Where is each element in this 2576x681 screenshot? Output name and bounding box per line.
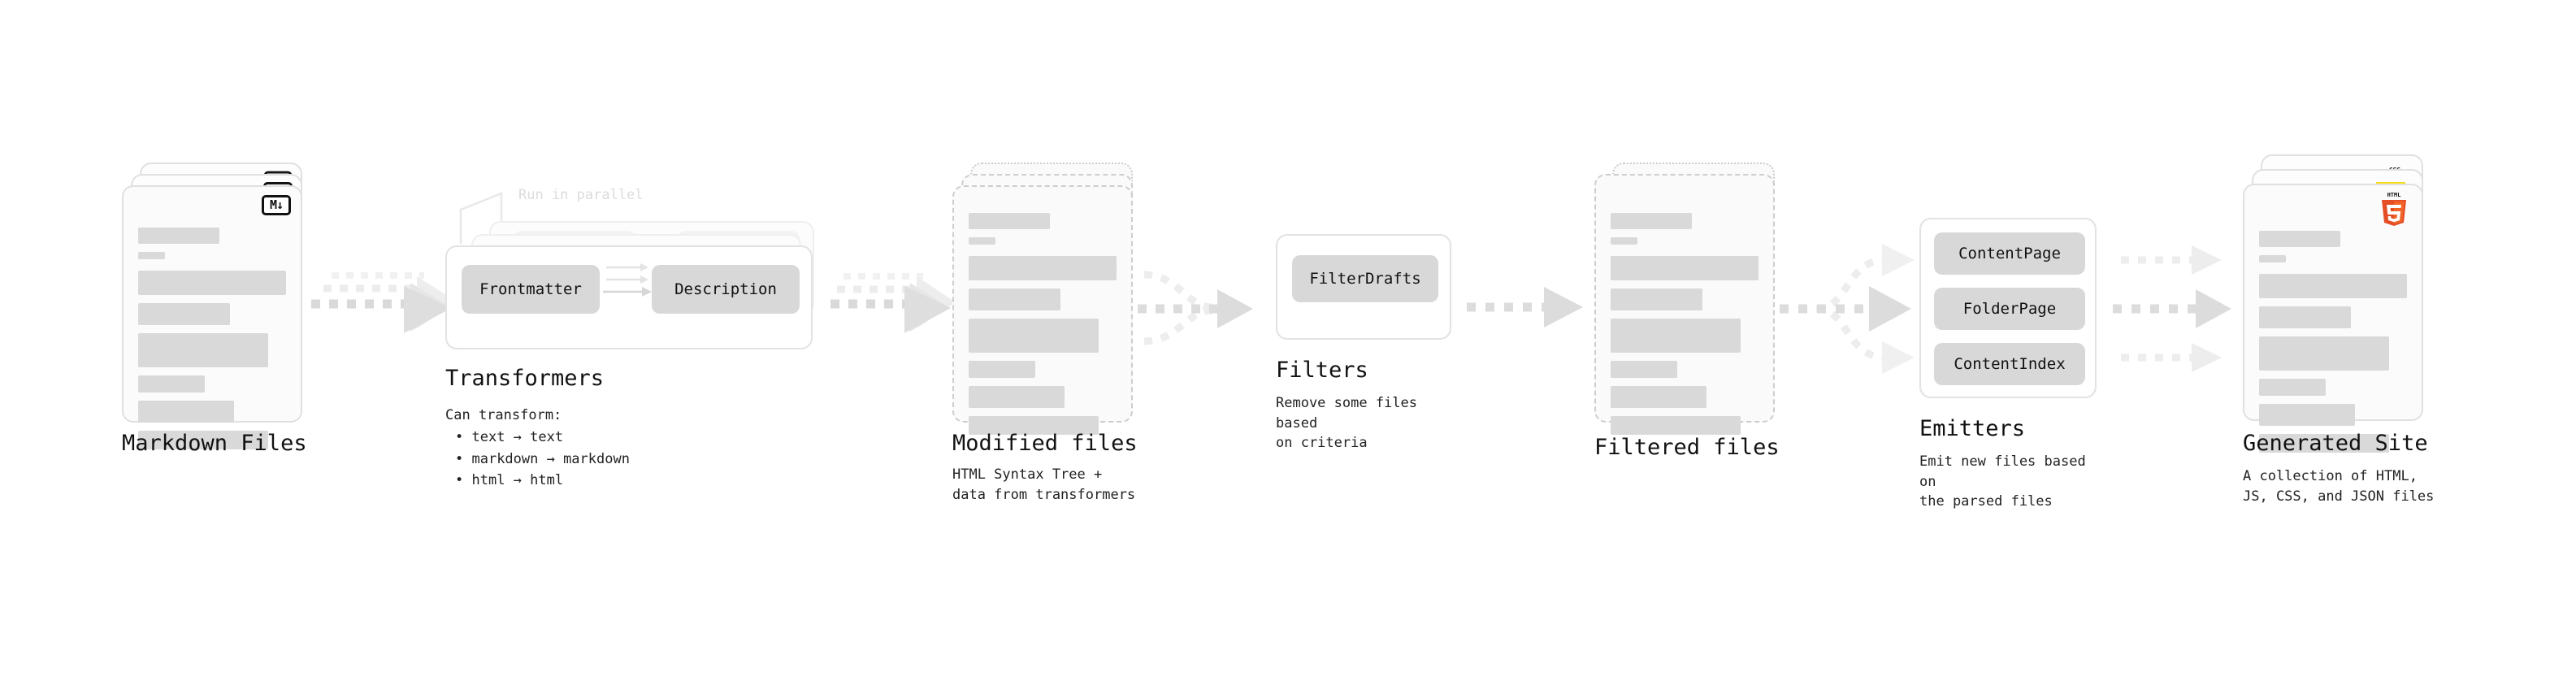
arrow-emitters-to-site — [2113, 245, 2231, 372]
markdown-badge-icon: M↓ — [262, 195, 291, 215]
site-card-front-html: HTML — [2243, 184, 2423, 453]
transformer-chip-description[interactable]: Description — [652, 265, 800, 314]
filtered-card-front — [1594, 174, 1775, 435]
filters-title: Filters — [1276, 358, 1368, 383]
stage-markdown-files: M↓ M↓ M↓ Markdown Files — [122, 163, 317, 456]
generated-site-title: Generated Site — [2243, 431, 2428, 456]
transform-item: markdown → markdown — [455, 449, 629, 470]
stage-transformers: Run in parallel Frontmatter Description — [445, 187, 835, 488]
arrow-markdown-to-transformers — [311, 272, 458, 333]
filter-chip-filterdrafts[interactable]: FilterDrafts — [1292, 255, 1438, 302]
modified-card-stack — [952, 163, 1147, 435]
filters-box[interactable]: FilterDrafts — [1276, 234, 1451, 340]
emitter-chip-contentpage[interactable]: ContentPage — [1934, 232, 2085, 275]
generated-site-subtitle: A collection of HTML, JS, CSS, and JSON … — [2243, 468, 2435, 505]
stage-generated-site: CSS HTML — [2243, 154, 2446, 505]
transformer-inner-arrows — [603, 263, 652, 297]
run-in-parallel-label: Run in parallel — [518, 187, 644, 203]
svg-text:HTML: HTML — [2387, 192, 2401, 198]
card-content-lines — [138, 228, 286, 458]
stage-filters: FilterDrafts Filters Remove some files b… — [1276, 234, 1451, 451]
stage-filtered-files: Filtered files — [1594, 163, 1789, 460]
markdown-files-title: Markdown Files — [122, 431, 307, 456]
transformers-box-stack: Frontmatter Description — [445, 187, 835, 349]
markdown-card-stack: M↓ M↓ M↓ — [122, 163, 317, 449]
markdown-card-front: M↓ — [122, 185, 302, 449]
arrow-filtered-to-emitters — [1780, 244, 1915, 374]
card-content-lines — [1611, 213, 1759, 443]
arrow-modified-to-filters — [1138, 271, 1253, 345]
transformers-list-lead: Can transform: — [445, 407, 562, 423]
transformers-capabilities: Can transform: text → text markdown → ma… — [445, 405, 630, 491]
modified-files-subtitle: HTML Syntax Tree + data from transformer… — [952, 466, 1136, 503]
site-card-stack: CSS HTML — [2243, 154, 2446, 453]
emitters-subtitle: Emit new files based on the parsed files — [1919, 453, 2086, 510]
transformers-list: text → text markdown → markdown html → h… — [445, 427, 630, 491]
stage-modified-files: Modified files HTML Syntax Tree + data f… — [952, 163, 1147, 503]
arrow-transformers-to-modified — [830, 273, 956, 333]
emitter-chip-folderpage[interactable]: FolderPage — [1934, 288, 2085, 330]
modified-files-title: Modified files — [952, 431, 1138, 456]
transformer-chip-frontmatter[interactable]: Frontmatter — [462, 265, 600, 314]
arrow-filters-to-filtered — [1467, 287, 1583, 327]
card-content-lines — [969, 213, 1117, 443]
filters-subtitle: Remove some files based on criteria — [1276, 395, 1417, 452]
emitters-box[interactable]: ContentPage FolderPage ContentIndex — [1919, 218, 2097, 398]
filtered-files-title: Filtered files — [1594, 435, 1780, 460]
transform-item: text → text — [455, 427, 630, 448]
card-content-lines — [2259, 231, 2407, 461]
transformer-box-front[interactable]: Frontmatter Description — [445, 245, 813, 349]
html5-badge-icon: HTML — [2378, 190, 2410, 228]
transformers-title: Transformers — [445, 366, 605, 391]
modified-card-front — [952, 185, 1133, 435]
transform-item: html → html — [455, 470, 630, 491]
emitters-title: Emitters — [1919, 416, 2026, 441]
emitter-chip-contentindex[interactable]: ContentIndex — [1934, 343, 2085, 385]
stage-emitters: ContentPage FolderPage ContentIndex Emit… — [1919, 218, 2097, 510]
filtered-card-stack — [1594, 163, 1789, 435]
